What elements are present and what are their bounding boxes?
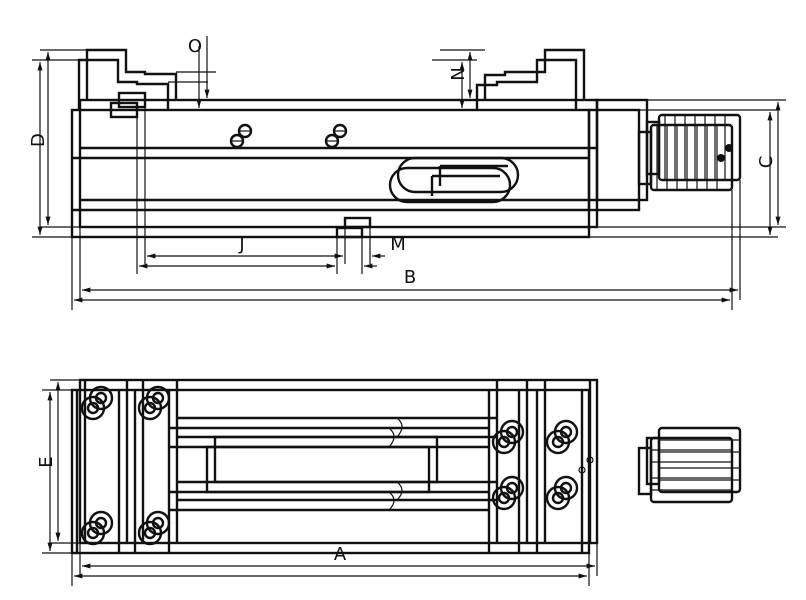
dim-label-m: M: [390, 234, 406, 255]
dim-label-c: C: [756, 156, 777, 169]
dim-label-b: B: [404, 267, 416, 288]
dim-label-j: J: [238, 234, 244, 255]
dim-label-e: E: [36, 456, 57, 467]
dim-label-o: O: [188, 36, 202, 57]
dim-label-n: N: [448, 67, 469, 80]
dim-label-a: A: [334, 544, 347, 565]
dim-label-d: D: [28, 133, 49, 147]
